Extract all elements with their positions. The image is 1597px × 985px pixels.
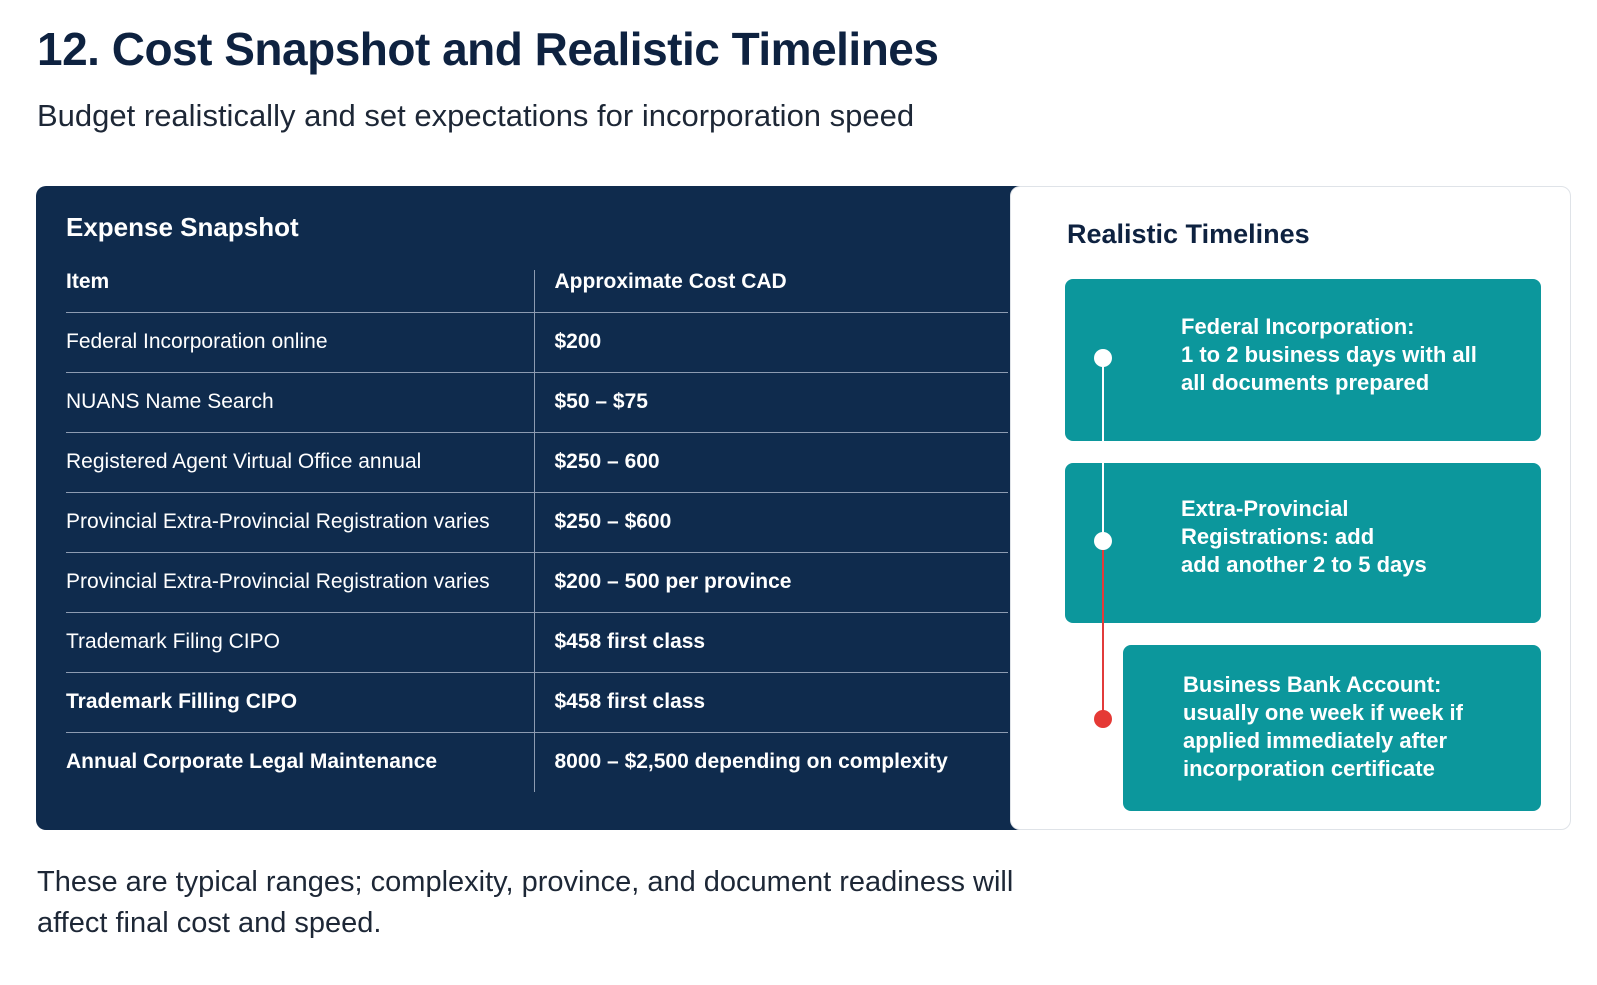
cell-cost: $458 first class	[534, 612, 1008, 673]
column-header-cost: Approximate Cost CAD	[534, 270, 1008, 313]
timeline-card-text: Business Bank Account: usually one week …	[1183, 671, 1525, 783]
timeline-dot-icon	[1094, 532, 1112, 550]
table-row: Trademark Filing CIPO $458 first class	[66, 612, 1008, 673]
cell-item: Provincial Extra-Provincial Registration…	[66, 552, 535, 613]
timeline-connector-line-alert	[1102, 541, 1104, 719]
table-row: NUANS Name Search $50 – $75	[66, 372, 1008, 433]
timeline-card-line: add another 2 to 5 days	[1181, 552, 1427, 577]
timeline-card-line: incorporation certificate	[1183, 756, 1435, 781]
cell-cost: $200 – 500 per province	[534, 552, 1008, 613]
timeline-card-text: Extra-Provincial Registrations: add add …	[1181, 495, 1525, 579]
expense-snapshot-panel: Expense Snapshot Item Approximate Cost C…	[36, 186, 1034, 830]
table-row: Federal Incorporation online $200	[66, 312, 1008, 373]
table-row: Provincial Extra-Provincial Registration…	[66, 492, 1008, 553]
timeline-dot-alert-icon	[1094, 710, 1112, 728]
cell-cost: $250 – $600	[534, 492, 1008, 553]
cell-item: Trademark Filling CIPO	[66, 672, 535, 733]
cell-item: Federal Incorporation online	[66, 312, 535, 373]
cell-cost: 8000 – $2,500 depending on complexity	[554, 750, 948, 774]
cell-cost: $458 first class	[534, 672, 1008, 733]
timeline-card-line: Registrations: add	[1181, 524, 1375, 549]
cell-item: Provincial Extra-Provincial Registration…	[66, 492, 535, 553]
timeline-card-federal-incorporation: Federal Incorporation: 1 to 2 business d…	[1065, 279, 1541, 441]
cell-item: Registered Agent Virtual Office annual	[66, 432, 535, 493]
cell-item: NUANS Name Search	[66, 372, 535, 433]
table-row: Annual Corporate Legal Maintenance 8000 …	[66, 732, 1008, 792]
timeline-card-line: 1 to 2 business days with all	[1181, 342, 1477, 367]
timeline-connector-line	[1102, 357, 1104, 541]
expense-snapshot-title: Expense Snapshot	[66, 212, 299, 242]
cell-cost: $50 – $75	[534, 372, 1008, 433]
column-header-item: Item	[66, 270, 535, 313]
timeline-card-line: applied immediately after	[1183, 728, 1448, 753]
timeline-card-line: all documents prepared	[1181, 370, 1430, 395]
cell-item: Annual Corporate Legal Maintenance	[66, 732, 535, 792]
footer-note: These are typical ranges; complexity, pr…	[37, 866, 1014, 939]
timeline-card-line: Extra-Provincial	[1181, 496, 1349, 521]
timeline-card-line: Business Bank Account:	[1183, 672, 1442, 697]
expense-table: Item Approximate Cost CAD Federal Incorp…	[66, 270, 1008, 792]
timeline-card-line: Federal Incorporation:	[1181, 314, 1415, 339]
table-row: Trademark Filling CIPO $458 first class	[66, 672, 1008, 733]
realistic-timelines-panel: Realistic Timelines Federal Incorporatio…	[1010, 186, 1571, 830]
cell-cost: $200	[534, 312, 1008, 373]
page-title: 12. Cost Snapshot and Realistic Timeline…	[37, 23, 939, 75]
timeline-card-business-bank-account: Business Bank Account: usually one week …	[1123, 645, 1541, 811]
timeline-dot-icon	[1094, 349, 1112, 367]
cell-cost: $250 – 600	[534, 432, 1008, 493]
cell-item: Trademark Filing CIPO	[66, 612, 535, 673]
timeline-card-text: Federal Incorporation: 1 to 2 business d…	[1181, 313, 1525, 397]
page-subtitle: Budget realistically and set expectation…	[37, 98, 915, 133]
table-header-row: Item Approximate Cost CAD	[66, 270, 1008, 313]
timeline-card-line: usually one week if week if	[1183, 700, 1463, 725]
timeline-card-extra-provincial: Extra-Provincial Registrations: add add …	[1065, 463, 1541, 623]
table-row: Provincial Extra-Provincial Registration…	[66, 552, 1008, 613]
realistic-timelines-title: Realistic Timelines	[1067, 219, 1310, 249]
table-row: Registered Agent Virtual Office annual $…	[66, 432, 1008, 493]
